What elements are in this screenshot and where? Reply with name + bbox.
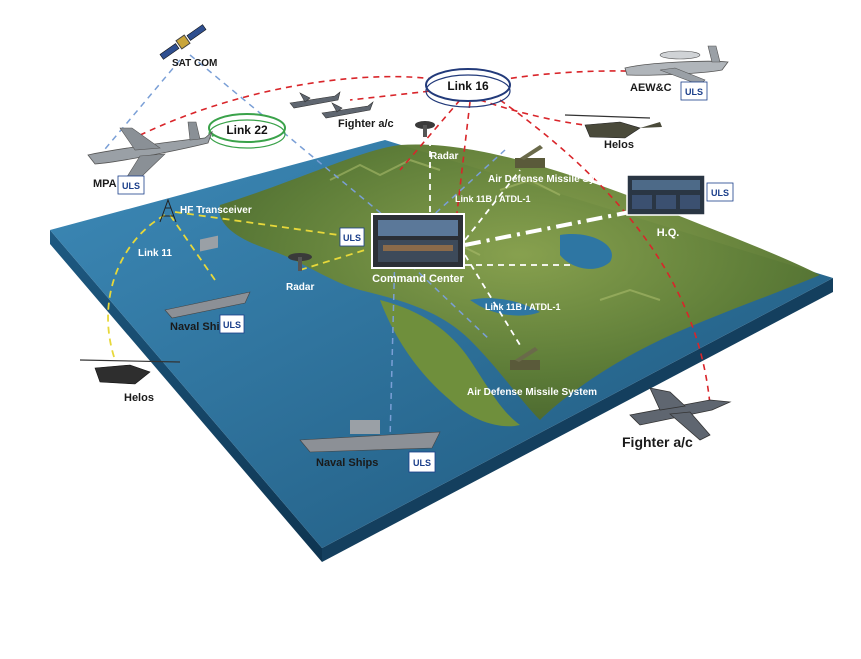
satcom-label: SAT COM [172, 58, 217, 69]
missile-launcher-bottom-icon [510, 347, 540, 370]
uls-logo: ULS [339, 227, 365, 247]
link11-lines [107, 211, 366, 361]
aewc-aircraft-icon [624, 45, 729, 86]
helos-top-label: Helos [604, 139, 634, 151]
mpa-aircraft-icon [87, 121, 213, 181]
ship-left-icon [164, 235, 251, 319]
ship-bottom-icon [299, 420, 441, 453]
uls-logo: ULS [680, 81, 708, 101]
link22-ring: Link 22 [208, 113, 286, 149]
link11b-bottom-label: Link 11B / ATDL-1 [485, 302, 561, 312]
hf-transceiver-label: HF Transceiver [180, 205, 252, 216]
hq-link [464, 208, 641, 247]
link11b-lines [429, 140, 575, 346]
uls-logo: ULS [117, 175, 145, 195]
uls-logo-text: ULS [685, 87, 703, 97]
uls-logo-text: ULS [413, 458, 431, 468]
uls-logo: ULS [408, 451, 436, 473]
antenna-icon [159, 198, 177, 223]
radar-top-icon [415, 121, 435, 137]
command-center-screen [371, 213, 465, 269]
uls-logo-text: ULS [711, 188, 729, 198]
mpa-label: MPA [93, 178, 117, 190]
uls-logo-text: ULS [223, 320, 241, 330]
air-defense-top-label: Air Defense Missile System [488, 174, 618, 185]
helicopter-top-icon [564, 114, 662, 139]
naval-ships-left-label: Naval Ships [170, 321, 232, 333]
radar-top-label: Radar [430, 151, 458, 162]
naval-ships-bottom-label: Naval Ships [316, 457, 378, 469]
link22-label: Link 22 [226, 123, 268, 137]
fighter-bottom-label: Fighter a/c [622, 434, 693, 450]
helos-left-label: Helos [124, 392, 154, 404]
map-side-right [322, 278, 833, 562]
map-land-south [380, 300, 520, 427]
fighter-bottom-icon [629, 387, 732, 441]
hq-screen [626, 174, 706, 216]
hq-label: H.Q. [657, 227, 680, 239]
map-ridges [329, 158, 661, 301]
uls-logo: ULS [219, 314, 245, 334]
aewc-label: AEW&C [630, 82, 672, 94]
radar-left-icon [288, 253, 312, 271]
command-center-label: Command Center [372, 273, 464, 285]
link11b-top-label: Link 11B / ATDL-1 [455, 194, 531, 204]
map-river [470, 298, 540, 316]
missile-launcher-top-icon [515, 145, 545, 168]
air-defense-bottom-label: Air Defense Missile System [467, 387, 597, 398]
map-bay [560, 234, 612, 269]
fighter-top-icon [289, 91, 374, 119]
uls-logo-text: ULS [343, 233, 361, 243]
satellite-icon [159, 24, 207, 60]
link16-ring: Link 16 [425, 68, 511, 108]
map-side-left [50, 230, 322, 562]
link16-label: Link 16 [447, 79, 489, 93]
fighter-top-label: Fighter a/c [338, 118, 394, 130]
uls-logo-text: ULS [122, 181, 140, 191]
helicopter-left-icon [79, 359, 181, 385]
uls-logo: ULS [706, 182, 734, 202]
link11-label: Link 11 [138, 248, 172, 259]
radar-left-label: Radar [286, 282, 314, 293]
